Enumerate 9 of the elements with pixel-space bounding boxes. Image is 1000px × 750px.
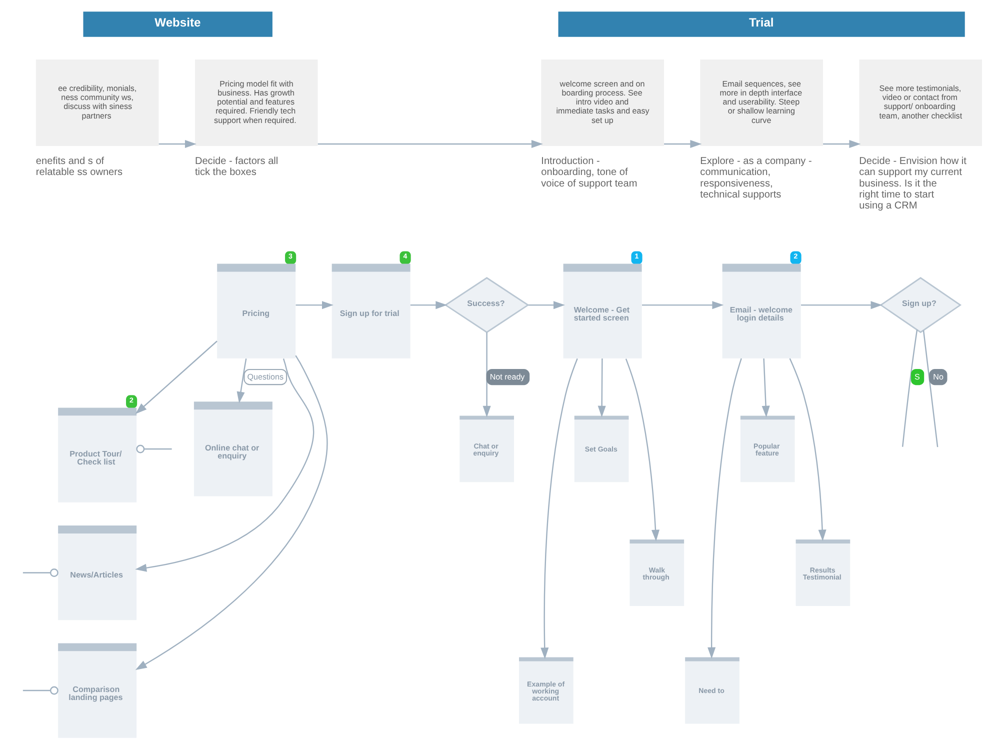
node-label: Decide - Envision how it can support my current business. Is it the right time to start using a CRM bbox=[858, 156, 966, 212]
edge-label: Not ready bbox=[489, 372, 524, 382]
edge-label: No bbox=[932, 372, 943, 382]
node-label: Decide - factors all tick the boxes bbox=[194, 156, 278, 178]
edge-label: S bbox=[914, 372, 920, 382]
node-label: enefits and s of relatable ss owners bbox=[35, 156, 122, 178]
edge-label: Questions bbox=[246, 372, 284, 382]
node-label: Introduction - onboarding, tone of voice of support team bbox=[540, 156, 637, 190]
node-label: Explore - as a company - communication, responsiveness, technical supports bbox=[700, 156, 812, 200]
